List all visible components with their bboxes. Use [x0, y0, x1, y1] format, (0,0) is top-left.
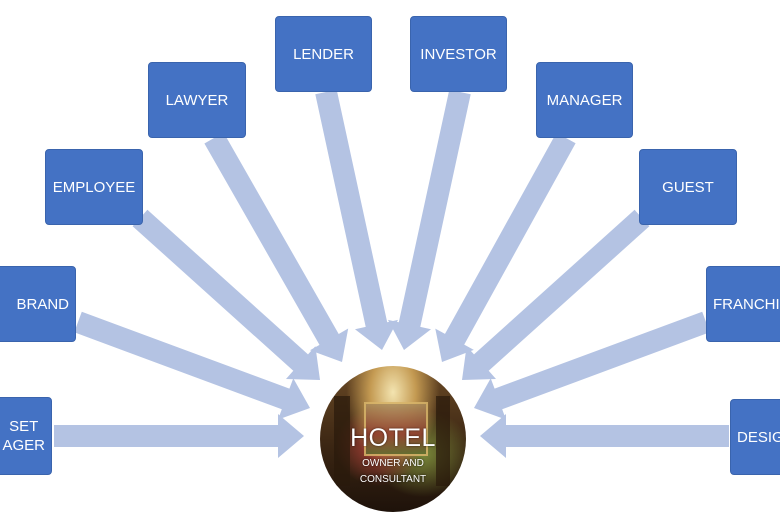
- lobby-pillar-right: [436, 396, 450, 486]
- node-franchise-label: FRANCHI: [713, 295, 780, 313]
- hotel-title: HOTEL: [350, 424, 436, 452]
- node-manager: MANAGER: [536, 62, 633, 138]
- node-guest: GUEST: [639, 149, 737, 225]
- hotel-subtitle-line-2: CONSULTANT: [359, 474, 427, 485]
- node-lender-label: LENDER: [293, 45, 354, 63]
- node-guest-label: GUEST: [662, 178, 714, 196]
- lobby-painting: [364, 402, 428, 456]
- arrow-design: [480, 414, 729, 458]
- hotel-subtitle-line-1: OWNER AND: [362, 458, 424, 469]
- node-lawyer: LAWYER: [148, 62, 246, 138]
- node-franchise: FRANCHI: [706, 266, 780, 342]
- arrow-manager: [435, 132, 576, 362]
- node-employee: EMPLOYEE: [45, 149, 143, 225]
- arrow-employee: [132, 209, 320, 380]
- node-manager-label: MANAGER: [546, 91, 623, 109]
- arrow-guest: [462, 209, 650, 380]
- node-investor: INVESTOR: [410, 16, 507, 92]
- arrow-lender: [315, 89, 398, 350]
- node-asset-manager-label-2: AGER: [2, 437, 45, 454]
- lobby-pillar-left: [334, 396, 350, 486]
- node-brand-label: BRAND: [16, 295, 69, 313]
- node-lender: LENDER: [275, 16, 372, 92]
- node-investor-label: INVESTOR: [420, 45, 497, 63]
- arrow-lawyer: [204, 132, 349, 362]
- arrow-asset-manager: [54, 414, 304, 458]
- node-brand: BRAND: [0, 266, 76, 342]
- node-asset-manager: SET AGER: [0, 397, 52, 475]
- node-design-label: DESIG: [737, 428, 780, 446]
- node-design: DESIG: [730, 399, 780, 475]
- hotel-center-circle: HOTEL OWNER AND CONSULTANT: [320, 366, 466, 512]
- node-asset-manager-label-1: SET: [9, 418, 39, 435]
- arrow-investor: [388, 89, 471, 350]
- hotel-subtitle: OWNER AND CONSULTANT: [320, 456, 466, 488]
- node-employee-label: EMPLOYEE: [52, 178, 136, 196]
- arrow-franchise: [474, 311, 710, 420]
- node-lawyer-label: LAWYER: [165, 91, 229, 109]
- arrow-brand: [74, 311, 310, 420]
